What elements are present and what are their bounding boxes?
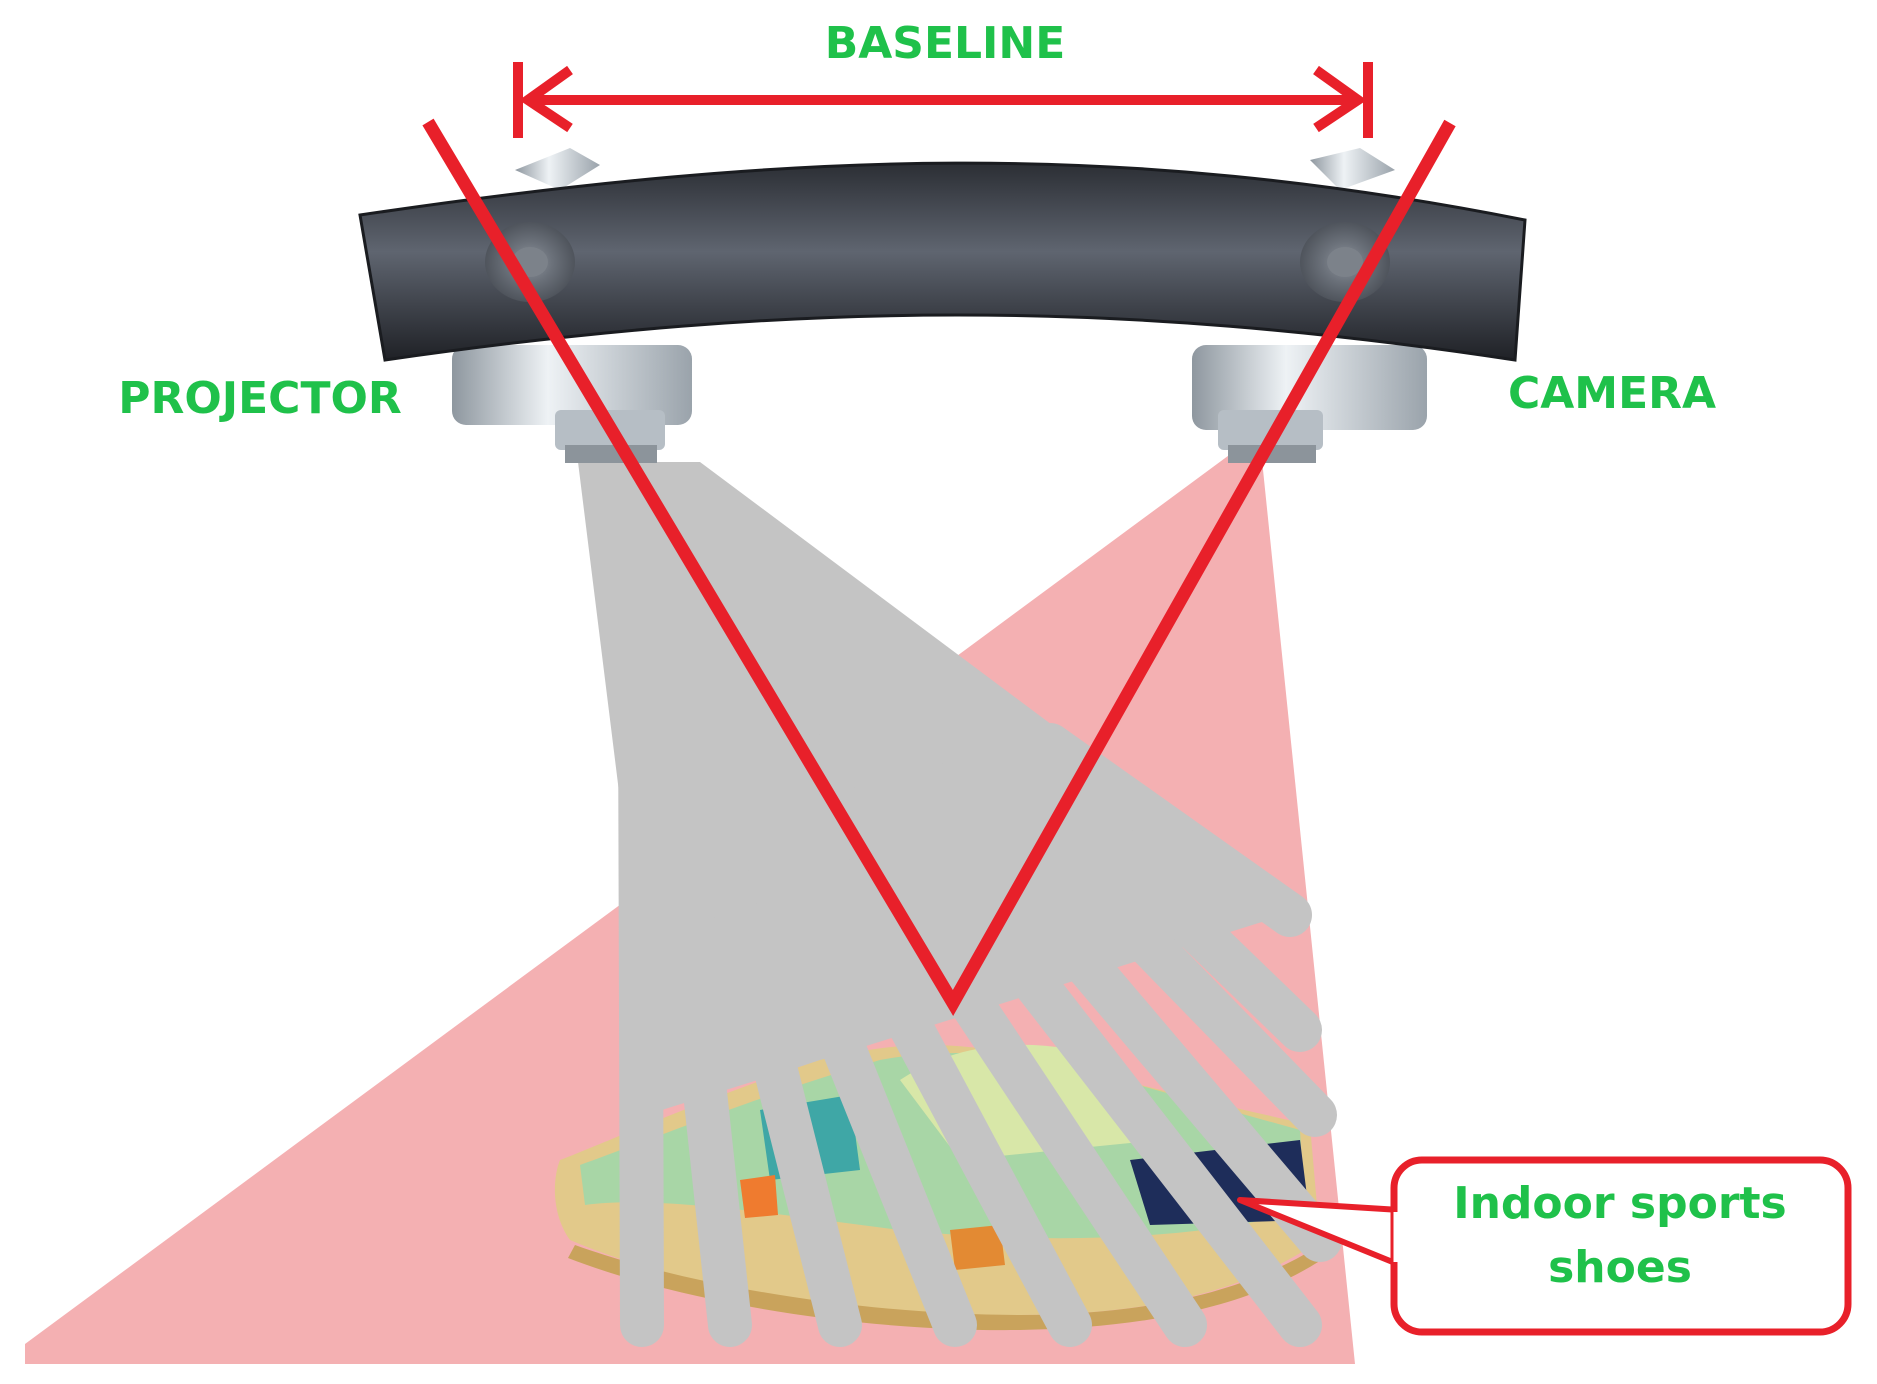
baseline-label: BASELINE (825, 18, 1066, 69)
callout-text-line2: shoes (1548, 1242, 1692, 1293)
camera-label: CAMERA (1508, 368, 1716, 419)
scanner-device-icon (358, 148, 1527, 463)
shoe-callout: Indoor sports shoes (1237, 1156, 1852, 1336)
triangulation-lines (422, 118, 1456, 1016)
projector-light-stripes (618, 678, 1342, 1347)
projector-lens-icon (452, 148, 692, 463)
callout-text-line1: Indoor sports (1453, 1178, 1787, 1229)
baseline-arrow (513, 62, 1373, 138)
projector-label: PROJECTOR (118, 373, 402, 424)
